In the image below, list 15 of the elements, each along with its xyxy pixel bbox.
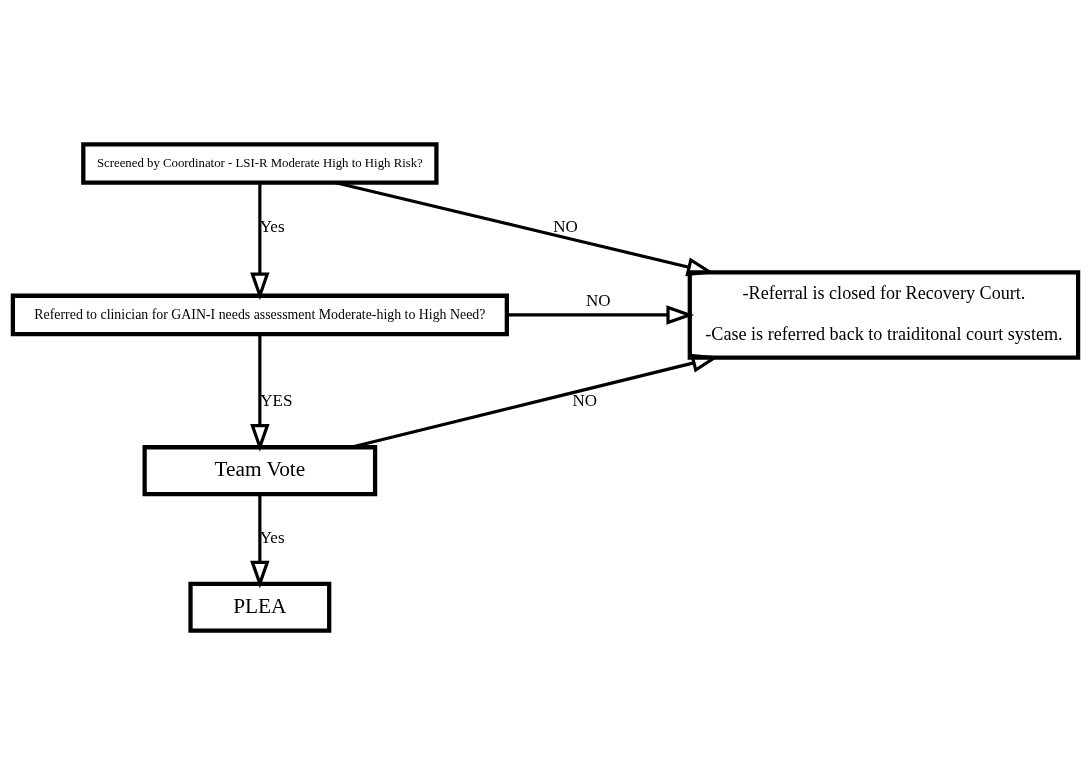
arrow bbox=[250, 493, 270, 588]
edge-label: NO bbox=[585, 290, 611, 310]
edge-label: NO bbox=[553, 216, 578, 236]
arrow bbox=[506, 304, 695, 325]
node-box: Screened by Coordinator - LSI-R Moderate High to High Risk? bbox=[81, 141, 439, 185]
edge-label: YES bbox=[260, 390, 293, 410]
edge-label: Yes bbox=[259, 527, 285, 547]
node-box: -Referral is closed for Recovery Court. -Case is referred back to traiditonal court system. bbox=[687, 269, 1081, 360]
arrow bbox=[250, 182, 270, 300]
node-box: PLEA bbox=[188, 581, 332, 633]
node-box: Referred to clinician for GAIN-I needs assessment Moderate-high to High Need? bbox=[10, 293, 509, 336]
edge-label: Yes bbox=[259, 216, 285, 236]
arrow bbox=[250, 333, 270, 452]
node-box: Team Vote bbox=[142, 444, 378, 496]
edge-label: NO bbox=[572, 390, 598, 410]
